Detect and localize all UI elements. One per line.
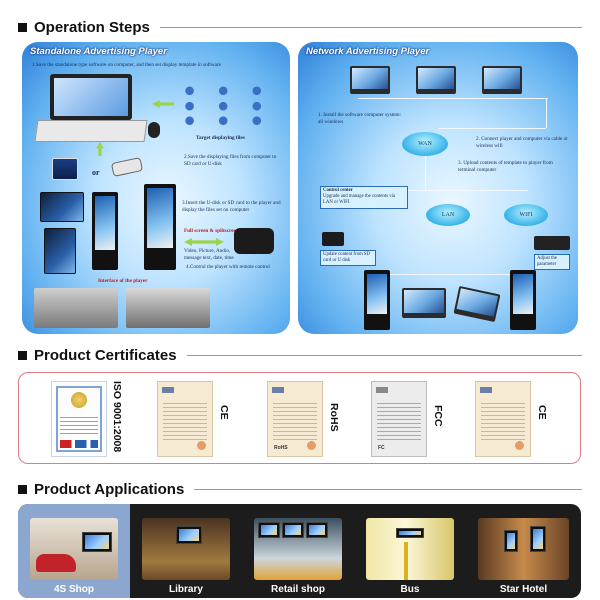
bus-label: Bus xyxy=(400,584,420,595)
seal-icon xyxy=(515,441,524,450)
fcc-label: FCC xyxy=(432,405,444,427)
network-step2: 2. Connect player and computer via cable… xyxy=(476,136,568,150)
applications-strip: 4S Shop Library Retail shop Bus Star Hot… xyxy=(18,504,581,598)
up-arrow-icon xyxy=(96,142,104,156)
ce-certificate-2 xyxy=(475,381,531,457)
4s-shop-label: 4S Shop xyxy=(53,584,94,595)
library-photo xyxy=(142,518,230,580)
keyboard-image xyxy=(534,236,570,250)
iso-certificate xyxy=(51,381,107,457)
star-hotel-label: Star Hotel xyxy=(499,584,548,595)
certificates-strip: ISO 9001:2008 CE RoHS RoHS FC FCC CE xyxy=(18,372,581,464)
app-bus: Bus xyxy=(354,504,466,598)
standalone-title: Standalone Advertising Player xyxy=(30,46,167,57)
fcc-certificate: FC xyxy=(371,381,427,457)
certificates-heading: Product Certificates xyxy=(18,346,582,364)
app-retail-shop: Retail shop xyxy=(242,504,354,598)
media-types-label: Video, Picture, Audio, message text, dat… xyxy=(184,248,234,262)
lan-node: LAN xyxy=(426,204,470,226)
fcc-tag: FC xyxy=(378,445,385,451)
network-line xyxy=(438,128,546,129)
network-line xyxy=(425,156,426,190)
wan-node: WAN xyxy=(402,132,448,156)
usb-disk-image xyxy=(110,157,144,177)
operation-steps-title: Operation Steps xyxy=(34,18,150,36)
ce-label-1: CE xyxy=(218,405,230,420)
retail-shop-photo xyxy=(254,518,342,580)
double-arrow-icon xyxy=(184,238,224,246)
standalone-step1: 1.Save the standalone type software on c… xyxy=(32,62,221,68)
fullscreen-label: Full screen & splitscreen xyxy=(184,228,239,234)
rohs-label: RoHS xyxy=(328,403,340,432)
network-monitor-1 xyxy=(402,288,446,318)
4s-shop-photo xyxy=(30,518,118,580)
computer-image-1 xyxy=(350,66,390,94)
app-4s-shop: 4S Shop xyxy=(18,504,130,598)
network-step3: 3. Upload contents of template to player… xyxy=(458,160,553,174)
network-monitor-2 xyxy=(453,285,501,323)
iso-label: ISO 9001:2008 xyxy=(111,381,123,453)
retail-shop-label: Retail shop xyxy=(271,584,325,595)
adjust-parameter-label: Adjust the parameter xyxy=(534,254,570,271)
rohs-tag: RoHS xyxy=(274,445,288,451)
laptop-image xyxy=(34,74,148,144)
update-content-label: Update content from SD card or U disk xyxy=(320,250,376,267)
standalone-step3: 3.Insert the U-disk or SD card to the pl… xyxy=(182,200,281,214)
control-center-desc: Upgrade and manage the contents via LAN … xyxy=(323,194,396,206)
tablet-image xyxy=(322,232,344,246)
rohs-certificate: RoHS xyxy=(267,381,323,457)
interface-photo-2 xyxy=(126,288,210,328)
left-arrow-icon xyxy=(152,100,174,108)
small-player-image xyxy=(40,192,84,222)
control-center-box: Control center Upgrade and manage the co… xyxy=(320,186,408,209)
remote-control-image xyxy=(234,228,274,254)
portrait-player-image xyxy=(44,228,76,274)
heading-rule xyxy=(159,26,582,28)
heading-bullet xyxy=(18,22,27,32)
star-hotel-photo xyxy=(478,518,569,580)
kiosk-player-image-2 xyxy=(144,184,176,270)
certificates-title: Product Certificates xyxy=(34,346,177,364)
operation-steps-heading: Operation Steps xyxy=(18,18,582,36)
network-title: Network Advertising Player xyxy=(306,46,430,57)
standalone-step2: 2.Save the displaying files from compute… xyxy=(184,154,277,168)
emblem-icon xyxy=(71,392,87,408)
or-label: or xyxy=(92,168,100,177)
network-line xyxy=(358,98,548,99)
sd-card-image xyxy=(52,158,78,180)
computer-image-2 xyxy=(416,66,456,94)
kiosk-player-image-1 xyxy=(92,192,118,270)
heading-rule xyxy=(194,488,582,490)
heading-bullet xyxy=(18,350,27,360)
ce-certificate-1 xyxy=(157,381,213,457)
target-files-label: Target displaying files xyxy=(196,135,245,141)
applications-title: Product Applications xyxy=(34,480,185,498)
interface-photo-1 xyxy=(34,288,118,328)
network-line xyxy=(358,190,528,191)
standalone-step4: 4.Control the player with remote control xyxy=(186,264,270,270)
standalone-player-panel: Standalone Advertising Player 1.Save the… xyxy=(22,42,290,334)
network-step1: 1. Install the software computer system:… xyxy=(318,112,401,126)
network-player-panel: Network Advertising Player 1. Install th… xyxy=(298,42,578,334)
file-icons-grid xyxy=(180,82,276,126)
wifi-node: WIFI xyxy=(504,204,548,226)
seal-icon xyxy=(197,441,206,450)
ce-label-2: CE xyxy=(536,405,548,420)
network-kiosk-1 xyxy=(364,270,390,330)
network-line xyxy=(378,274,528,275)
app-star-hotel: Star Hotel xyxy=(466,504,581,598)
network-kiosk-2 xyxy=(510,270,536,330)
computer-image-3 xyxy=(482,66,522,94)
applications-heading: Product Applications xyxy=(18,480,582,498)
seal-icon xyxy=(307,441,316,450)
interface-label: Interface of the player xyxy=(98,278,148,284)
bus-photo xyxy=(366,518,454,580)
heading-rule xyxy=(186,354,582,356)
network-line xyxy=(546,98,547,128)
mouse-image xyxy=(148,122,160,138)
heading-bullet xyxy=(18,484,27,494)
library-label: Library xyxy=(169,584,203,595)
control-center-label: Control center xyxy=(323,188,353,193)
app-library: Library xyxy=(130,504,242,598)
